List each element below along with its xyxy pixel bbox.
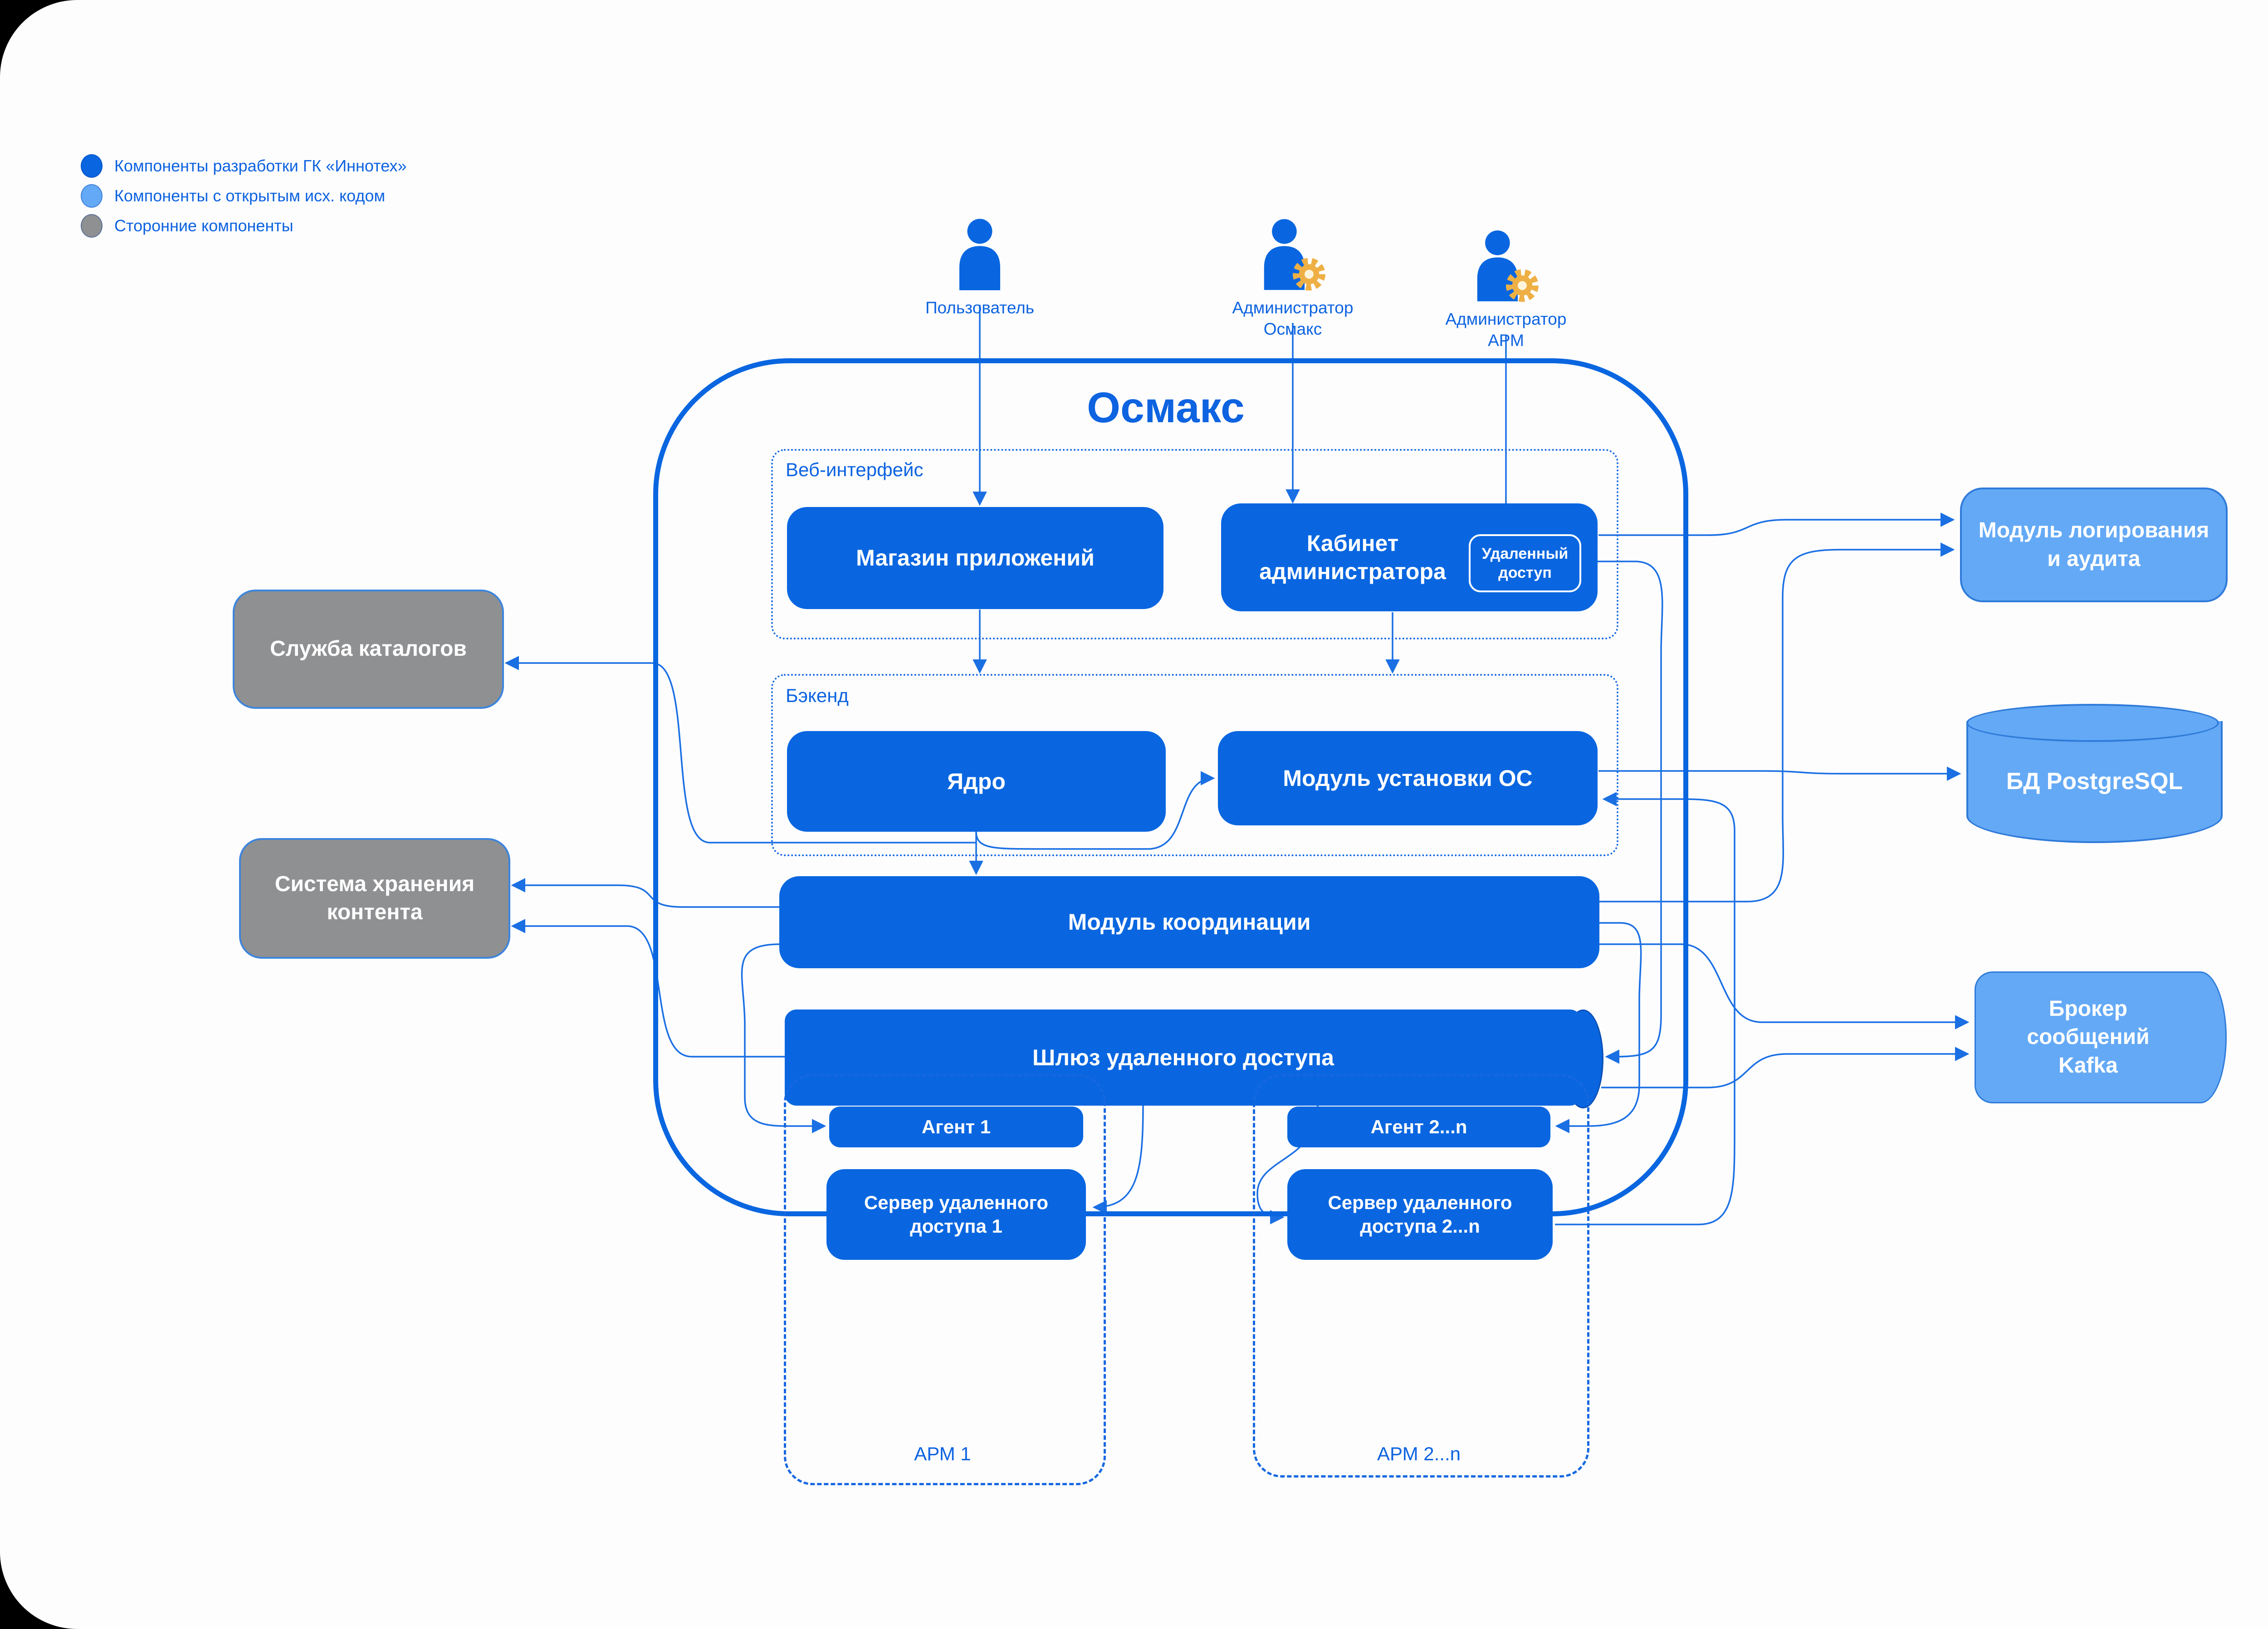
cylinder-body: БД PostgreSQL	[1966, 721, 2223, 843]
kafka-broker-body: Брокер сообщений Kafka	[1975, 971, 2200, 1103]
legend-label: Компоненты с открытым исх. кодом	[114, 186, 386, 205]
person-gear-icon	[1264, 219, 1325, 291]
legend-item: Компоненты с открытым исх. кодом	[81, 184, 385, 208]
open-source-component-dot-icon	[81, 184, 103, 208]
remote-server1-label: Сервер удаленного доступа 1	[864, 1191, 1049, 1237]
legend-label: Компоненты разработки ГК «Иннотех»	[114, 156, 407, 175]
actor-label: Администратор АРМ	[1445, 310, 1567, 350]
content-storage-label: Система хранения контента	[274, 872, 475, 924]
os-install-label: Модуль установки ОС	[1283, 765, 1533, 791]
remote-server2-label: Сервер удаленного доступа 2...n	[1328, 1191, 1512, 1237]
os-install-node: Модуль установки ОС	[1218, 731, 1598, 825]
logging-audit-label: Модуль логирования и аудита	[1978, 518, 2209, 571]
person-gear-icon	[1477, 230, 1539, 302]
catalog-service-node: Служба каталогов	[233, 590, 504, 709]
agent2-label: Агент 2...n	[1370, 1116, 1467, 1137]
remote-access-badge-label: Удаленный доступ	[1481, 545, 1569, 582]
osmaks-title: Осмакс	[1087, 384, 1245, 432]
web-interface-label: Веб-интерфейс	[786, 459, 924, 480]
app-store-label: Магазин приложений	[856, 545, 1095, 571]
core-node: Ядро	[787, 731, 1166, 832]
legend-item: Сторонние компоненты	[81, 214, 293, 238]
remote-access-badge: Удаленный доступ	[1469, 534, 1581, 592]
app-store-node: Магазин приложений	[787, 507, 1163, 609]
backend-group	[771, 674, 1618, 856]
actor-admin-osmaks: Администратор Осмакс	[1220, 218, 1365, 340]
actor-user: Пользователь	[912, 218, 1048, 318]
agent1-node: Агент 1	[829, 1107, 1083, 1147]
actor-admin-arm: Администратор АРМ	[1433, 229, 1579, 351]
arm2-label: АРМ 2...n	[1377, 1443, 1461, 1464]
backend-label: Бэкенд	[786, 685, 849, 706]
arm2-group	[1253, 1074, 1589, 1478]
logging-audit-node: Модуль логирования и аудита	[1960, 488, 2228, 602]
coordination-label: Модуль координации	[1068, 909, 1311, 935]
core-label: Ядро	[947, 768, 1006, 794]
content-storage-node: Система хранения контента	[239, 838, 510, 959]
third-party-component-dot-icon	[81, 214, 103, 238]
coordination-node: Модуль координации	[779, 876, 1599, 968]
catalog-service-label: Служба каталогов	[270, 637, 467, 661]
actor-label: Администратор Осмакс	[1232, 298, 1354, 339]
remote-server1-node: Сервер удаленного доступа 1	[826, 1169, 1086, 1260]
actor-label: Пользователь	[925, 298, 1035, 317]
legend-label: Сторонние компоненты	[114, 216, 293, 235]
remote-server2-node: Сервер удаленного доступа 2...n	[1287, 1169, 1553, 1260]
web-interface-group	[771, 449, 1618, 639]
person-icon	[959, 219, 1000, 290]
arm1-label: АРМ 1	[914, 1443, 971, 1464]
osmaks-container	[653, 358, 1688, 1216]
agent2-node: Агент 2...n	[1287, 1107, 1550, 1147]
remote-gateway-label: Шлюз удаленного доступа	[1032, 1044, 1334, 1070]
remote-gateway-body: Шлюз удаленного доступа	[785, 1010, 1582, 1106]
admin-cabinet-label: Кабинет администратора	[1259, 530, 1446, 585]
innotech-component-dot-icon	[81, 154, 103, 178]
kafka-broker-label: Брокер сообщений Kafka	[2027, 996, 2150, 1078]
legend-item: Компоненты разработки ГК «Иннотех»	[81, 154, 406, 178]
admin-cabinet-node: Кабинет администратора	[1221, 503, 1598, 611]
postgres-db-label: БД PostgreSQL	[2006, 768, 2183, 795]
cylinder-top	[1966, 704, 2219, 742]
arm1-group	[784, 1074, 1106, 1485]
agent1-label: Агент 1	[921, 1116, 991, 1137]
